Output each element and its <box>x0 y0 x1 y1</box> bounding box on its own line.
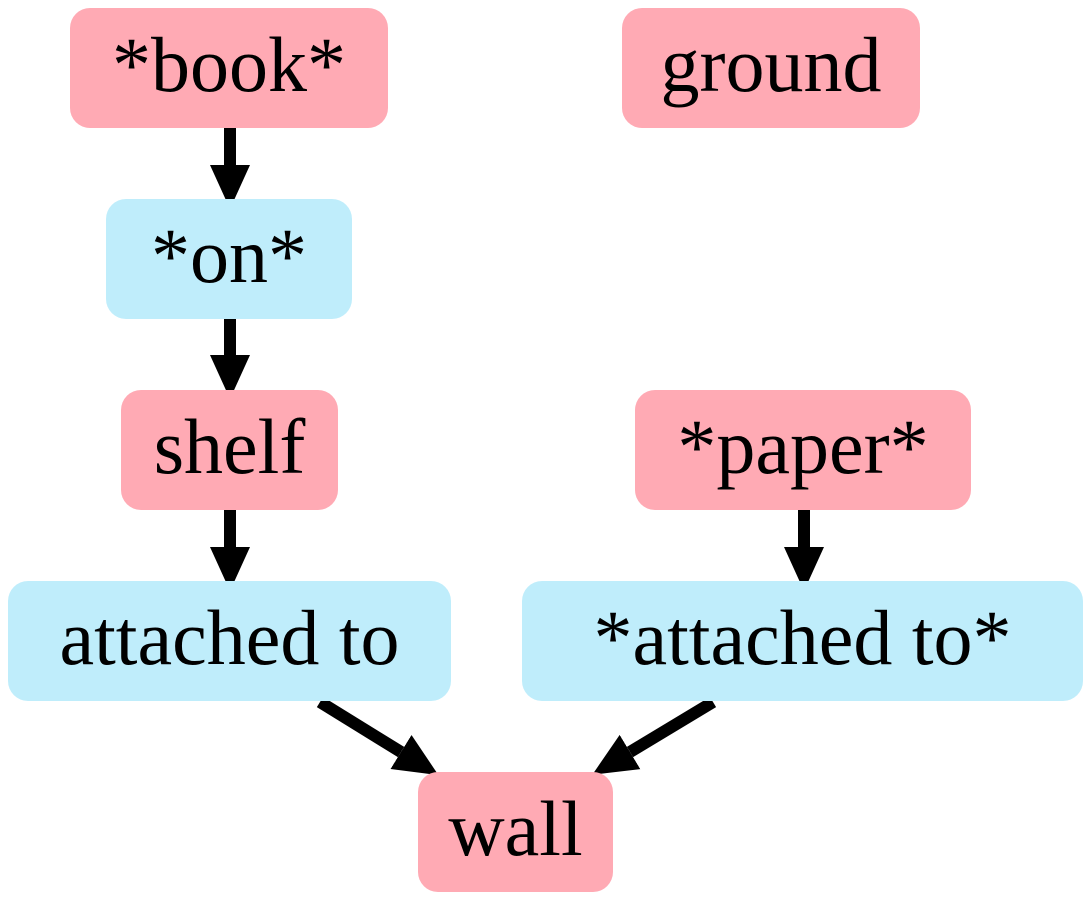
node-ground-label: ground <box>660 21 882 108</box>
node-book: *book* <box>70 8 388 128</box>
node-ground: ground <box>622 8 920 128</box>
node-attached-to-label: attached to <box>59 594 400 681</box>
node-on-label: *on* <box>151 212 307 299</box>
node-wall: wall <box>418 772 613 892</box>
node-shelf: shelf <box>121 390 338 510</box>
node-book-label: *book* <box>112 21 346 108</box>
node-paper-label: *paper* <box>677 403 929 490</box>
node-attached-to: attached to <box>8 581 451 701</box>
node-paper: *paper* <box>635 390 971 510</box>
node-on: *on* <box>106 199 352 319</box>
node-attached-to-star-label: *attached to* <box>593 594 1012 681</box>
edge-attached-to-star-to-wall <box>592 696 717 775</box>
node-shelf-label: shelf <box>153 403 306 490</box>
node-attached-to-star: *attached to* <box>522 581 1083 701</box>
edge-attached-to-to-wall <box>316 696 439 776</box>
node-wall-label: wall <box>448 785 583 872</box>
